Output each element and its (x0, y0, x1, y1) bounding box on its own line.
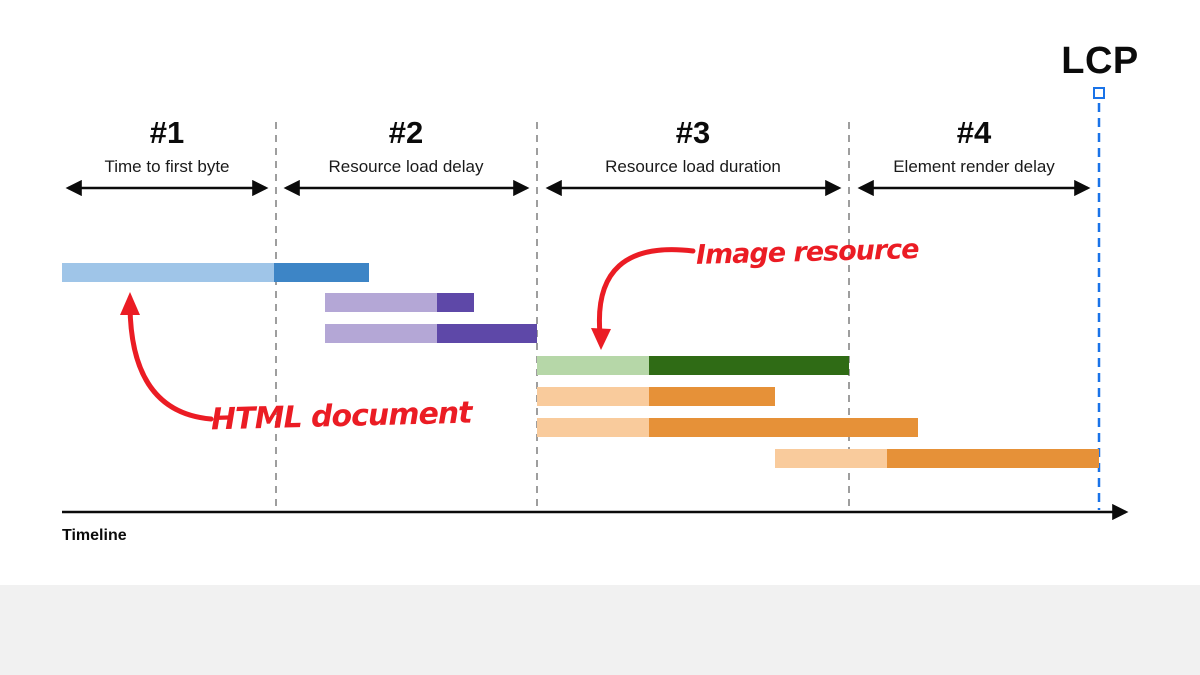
html-document-arrow-icon (120, 292, 214, 422)
stylesheet-bar-light-segment (325, 293, 437, 312)
phase-2-header: #2 Resource load delay (276, 115, 536, 177)
phase-1-header: #1 Time to first byte (37, 115, 297, 177)
phase-1-label: Time to first byte (104, 157, 230, 177)
script-bar (537, 387, 775, 406)
stylesheet-bar (325, 324, 537, 343)
document-bar (62, 263, 369, 282)
script-bar-dark-segment (887, 449, 1099, 468)
stylesheet-bar (325, 293, 474, 312)
script-bar-light-segment (537, 418, 649, 437)
timeline-axis-label: Timeline (62, 527, 127, 544)
image-bar-light-segment (537, 356, 649, 375)
phase-2-label: Resource load delay (328, 157, 484, 177)
phase-4-number: #4 (956, 115, 992, 150)
image-bar (537, 356, 849, 375)
phase-divider-lines (275, 122, 850, 508)
phase-3-number: #3 (675, 115, 711, 150)
script-bar (775, 449, 1099, 468)
script-bar-light-segment (775, 449, 887, 468)
lcp-marker-line (1093, 87, 1105, 510)
stylesheet-bar-dark-segment (437, 293, 474, 312)
script-bar-dark-segment (649, 387, 775, 406)
image-bar-dark-segment (649, 356, 849, 375)
document-bar-light-segment (62, 263, 274, 282)
script-bar-light-segment (537, 387, 649, 406)
html-document-annotation: HTML document (210, 395, 472, 438)
phase-4-label: Element render delay (893, 157, 1055, 177)
script-bar-dark-segment (649, 418, 918, 437)
phase-2-number: #2 (388, 115, 424, 150)
phase-1-number: #1 (149, 115, 185, 150)
legend: Document Stylesheet Script Image (0, 585, 1200, 675)
phase-3-label: Resource load duration (605, 157, 781, 177)
document-bar-dark-segment (274, 263, 369, 282)
phase-4-header: #4 Element render delay (844, 115, 1104, 177)
lcp-label: LCP (1061, 40, 1139, 82)
image-resource-annotation: Image resource (695, 234, 919, 271)
lcp-square-icon (1093, 87, 1105, 99)
stylesheet-bar-light-segment (325, 324, 437, 343)
script-bar (537, 418, 918, 437)
image-resource-arrow-icon (591, 247, 696, 350)
stylesheet-bar-dark-segment (437, 324, 537, 343)
phase-3-header: #3 Resource load duration (563, 115, 823, 177)
